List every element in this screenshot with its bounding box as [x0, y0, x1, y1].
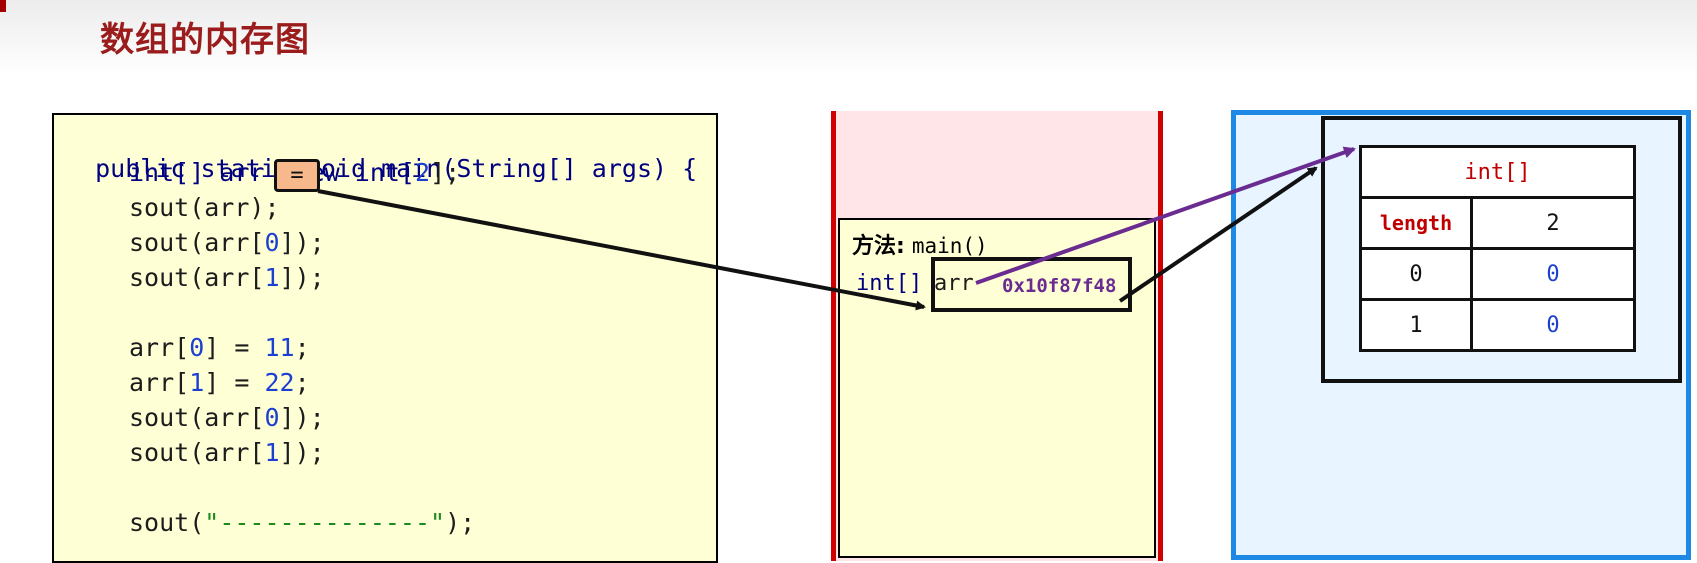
code-text: ]);	[279, 263, 325, 292]
stack-var-address-box	[931, 257, 1132, 312]
table-row: length 2	[1359, 196, 1636, 250]
code-text: arr[	[129, 333, 190, 362]
code-line-6: arr[0] = 11;	[129, 333, 310, 363]
code-text: ]);	[279, 228, 325, 257]
assignment-operator-highlight: =	[274, 159, 320, 192]
code-text: ]);	[279, 438, 325, 467]
index-cell: 1	[1359, 298, 1473, 352]
code-number: 0	[264, 403, 280, 432]
method-name: main()	[911, 234, 988, 258]
table-row: 1 0	[1359, 298, 1636, 352]
code-number: 1	[189, 368, 205, 397]
code-number: 0	[189, 333, 205, 362]
page-title: 数组的内存图	[100, 20, 310, 60]
method-label: 方法:	[852, 234, 905, 259]
code-text: ]);	[279, 403, 325, 432]
code-line-4: sout(arr[0]);	[129, 228, 325, 258]
stack-var-type: int[]	[856, 271, 923, 296]
element-value-cell: 0	[1470, 247, 1636, 301]
code-line-9: sout(arr[1]);	[129, 438, 325, 468]
corner-mark	[0, 0, 6, 12]
code-text: sout(arr[	[129, 263, 265, 292]
code-number: 1	[264, 438, 280, 467]
code-number: 11	[264, 333, 295, 362]
length-value-cell: 2	[1470, 196, 1636, 250]
code-line-8: sout(arr[0]);	[129, 403, 325, 433]
code-text: ] =	[204, 333, 265, 362]
heap-array-table: int[] length 2 0 0 1 0	[1359, 145, 1636, 352]
arrows-layer	[317, 146, 1356, 311]
code-text: arr[	[129, 368, 190, 397]
code-text: ;	[294, 333, 310, 362]
code-text: sout(arr[	[129, 228, 265, 257]
code-line-7: arr[1] = 22;	[129, 368, 310, 398]
code-line-10: sout("--------------");	[129, 508, 475, 538]
code-line-3: sout(arr);	[129, 193, 280, 223]
code-text: ;	[294, 368, 310, 397]
code-line-5: sout(arr[1]);	[129, 263, 325, 293]
address-pointer-arrow	[975, 146, 1356, 285]
assignment-arrow	[317, 189, 926, 311]
code-text: ] =	[204, 368, 265, 397]
heap-reference-arrow	[1118, 166, 1318, 303]
length-label-cell: length	[1359, 196, 1473, 250]
code-text: ];	[430, 158, 461, 187]
stack-var-name: arr	[934, 271, 974, 296]
code-text: int[] arr	[129, 158, 265, 187]
code-number: 2	[415, 158, 431, 187]
code-text: sout(arr[	[129, 403, 265, 432]
code-text: );	[445, 508, 476, 537]
array-type-cell: int[]	[1359, 145, 1636, 199]
stack-var-address: 0x10f87f48	[1002, 275, 1117, 297]
index-cell: 0	[1359, 247, 1473, 301]
table-row: int[]	[1359, 145, 1636, 199]
code-text: sout(	[129, 508, 205, 537]
element-value-cell: 0	[1470, 298, 1636, 352]
header-band	[0, 0, 1697, 75]
table-row: 0 0	[1359, 247, 1636, 301]
code-number: 22	[264, 368, 295, 397]
code-string: "--------------"	[204, 508, 446, 537]
code-text: sout(arr);	[129, 193, 280, 222]
code-number: 1	[264, 263, 280, 292]
stack-frame-title: 方法: main()	[852, 228, 988, 260]
code-number: 0	[264, 228, 280, 257]
code-text: sout(arr[	[129, 438, 265, 467]
